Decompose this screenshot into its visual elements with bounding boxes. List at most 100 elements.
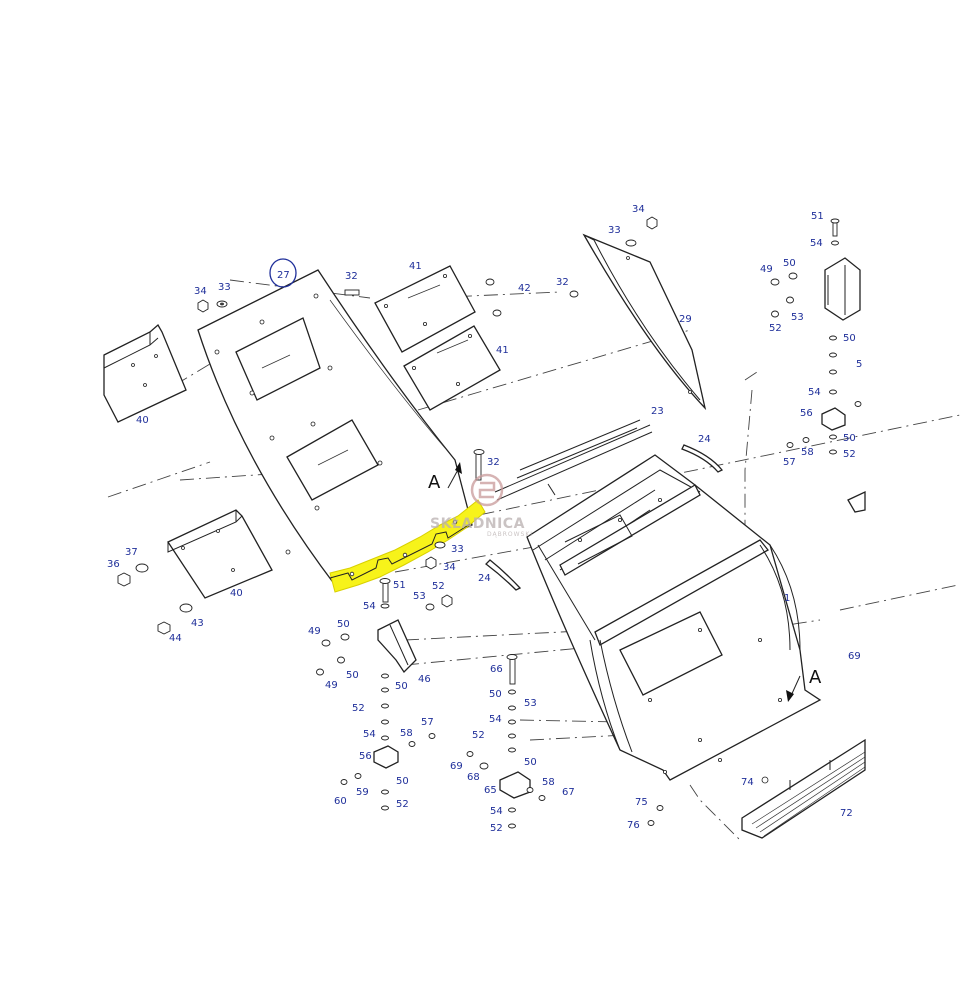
part-label: 29 — [679, 314, 692, 325]
part-72-step-grating — [741, 738, 866, 839]
part-label: 34 — [443, 562, 456, 573]
part-label: 58 — [542, 777, 555, 788]
part-1-hopper-body — [494, 419, 822, 781]
part-label: 51 — [393, 580, 406, 591]
part-label: 69 — [450, 761, 463, 772]
part-label: 52 — [352, 703, 365, 714]
part-label: 37 — [125, 547, 138, 558]
part-label: 69 — [848, 651, 861, 662]
watermark-name: SKŁADNICA — [430, 516, 525, 532]
part-label: 67 — [562, 787, 575, 798]
circle-annotation — [269, 258, 297, 288]
part-label: 58 — [400, 728, 413, 739]
part-label: 54 — [363, 729, 376, 740]
section-arrow-upper — [447, 462, 462, 489]
part-label: 53 — [791, 312, 804, 323]
bracket-assembly-65 — [466, 654, 664, 829]
part-label: 52 — [472, 730, 485, 741]
part-label: 50 — [489, 689, 502, 700]
part-label: 27 — [277, 270, 290, 281]
part-label: 53 — [413, 591, 426, 602]
part-label: 23 — [651, 406, 664, 417]
fasteners-top-left — [197, 216, 658, 317]
part-label: 52 — [843, 449, 856, 460]
part-29-side-plate — [582, 233, 707, 411]
part-label: 5 — [856, 359, 862, 370]
part-label: 24 — [698, 434, 711, 445]
part-label: 49 — [760, 264, 773, 275]
part-label: 54 — [810, 238, 823, 249]
part-label: 40 — [230, 588, 243, 599]
part-label: 41 — [496, 345, 509, 356]
part-label: 40 — [136, 415, 149, 426]
part-label: 75 — [635, 797, 648, 808]
part-label: 59 — [356, 787, 369, 798]
logo-letter-mark — [478, 481, 496, 499]
part-label: 51 — [811, 211, 824, 222]
part-label: 50 — [843, 433, 856, 444]
part-41-lower — [403, 325, 501, 411]
part-24-strips — [485, 444, 724, 591]
part-label: 53 — [524, 698, 537, 709]
part-label: 33 — [218, 282, 231, 293]
section-arrow-lower — [786, 675, 801, 702]
part-label: 57 — [783, 457, 796, 468]
part-label: 68 — [467, 772, 480, 783]
part-label: 56 — [800, 408, 813, 419]
part-27-main-panel — [197, 269, 473, 586]
part-label: 52 — [769, 323, 782, 334]
part-label: 54 — [363, 601, 376, 612]
part-40-lower-plate — [167, 509, 273, 599]
fasteners-lower-left — [117, 563, 193, 635]
section-letter-upper: A — [428, 472, 441, 493]
part-41-upper — [374, 265, 476, 353]
part-label: 50 — [524, 757, 537, 768]
part-label: 76 — [627, 820, 640, 831]
part-label: 74 — [741, 777, 754, 788]
part-label: 34 — [632, 204, 645, 215]
part-label: 34 — [194, 286, 207, 297]
part-label: 56 — [359, 751, 372, 762]
part-label: 24 — [478, 573, 491, 584]
part-label: 66 — [490, 664, 503, 675]
part-label: 60 — [334, 796, 347, 807]
part-label: 32 — [556, 277, 569, 288]
highlight-shape — [329, 499, 486, 593]
part-label: 50 — [337, 619, 350, 630]
highlighted-flange-strip — [329, 499, 486, 593]
watermark: SKŁADNICA DĄBROWSKI — [430, 473, 533, 538]
part-label: 72 — [840, 808, 853, 819]
bracket-assembly-46 — [316, 578, 453, 811]
part-label: 50 — [783, 258, 796, 269]
part-label: 54 — [490, 806, 503, 817]
upper-right-bracket-assembly — [770, 218, 862, 455]
part-label: 54 — [808, 387, 821, 398]
part-label: 46 — [418, 674, 431, 685]
part-label: 57 — [421, 717, 434, 728]
section-letter-lower: A — [809, 667, 822, 688]
part-label: 50 — [395, 681, 408, 692]
part-label: 49 — [325, 680, 338, 691]
part-label: 32 — [487, 457, 500, 468]
part-label: 42 — [518, 283, 531, 294]
company-logo-icon — [470, 473, 504, 507]
part-label: 49 — [308, 626, 321, 637]
fasteners-center — [425, 449, 485, 570]
right-edge-parts — [847, 490, 866, 513]
watermark-subtitle: DĄBROWSKI — [487, 531, 533, 538]
part-40-upper-plate — [103, 323, 187, 423]
part-label: 1 — [784, 593, 790, 604]
part-label: 52 — [490, 823, 503, 834]
part-label: 50 — [396, 776, 409, 787]
part-label: 50 — [346, 670, 359, 681]
part-label: 50 — [843, 333, 856, 344]
part-label: 33 — [608, 225, 621, 236]
part-label: 52 — [396, 799, 409, 810]
part-label: 52 — [432, 581, 445, 592]
part-label: 36 — [107, 559, 120, 570]
part-label: 58 — [801, 447, 814, 458]
part-label: 41 — [409, 261, 422, 272]
part-label: 54 — [489, 714, 502, 725]
